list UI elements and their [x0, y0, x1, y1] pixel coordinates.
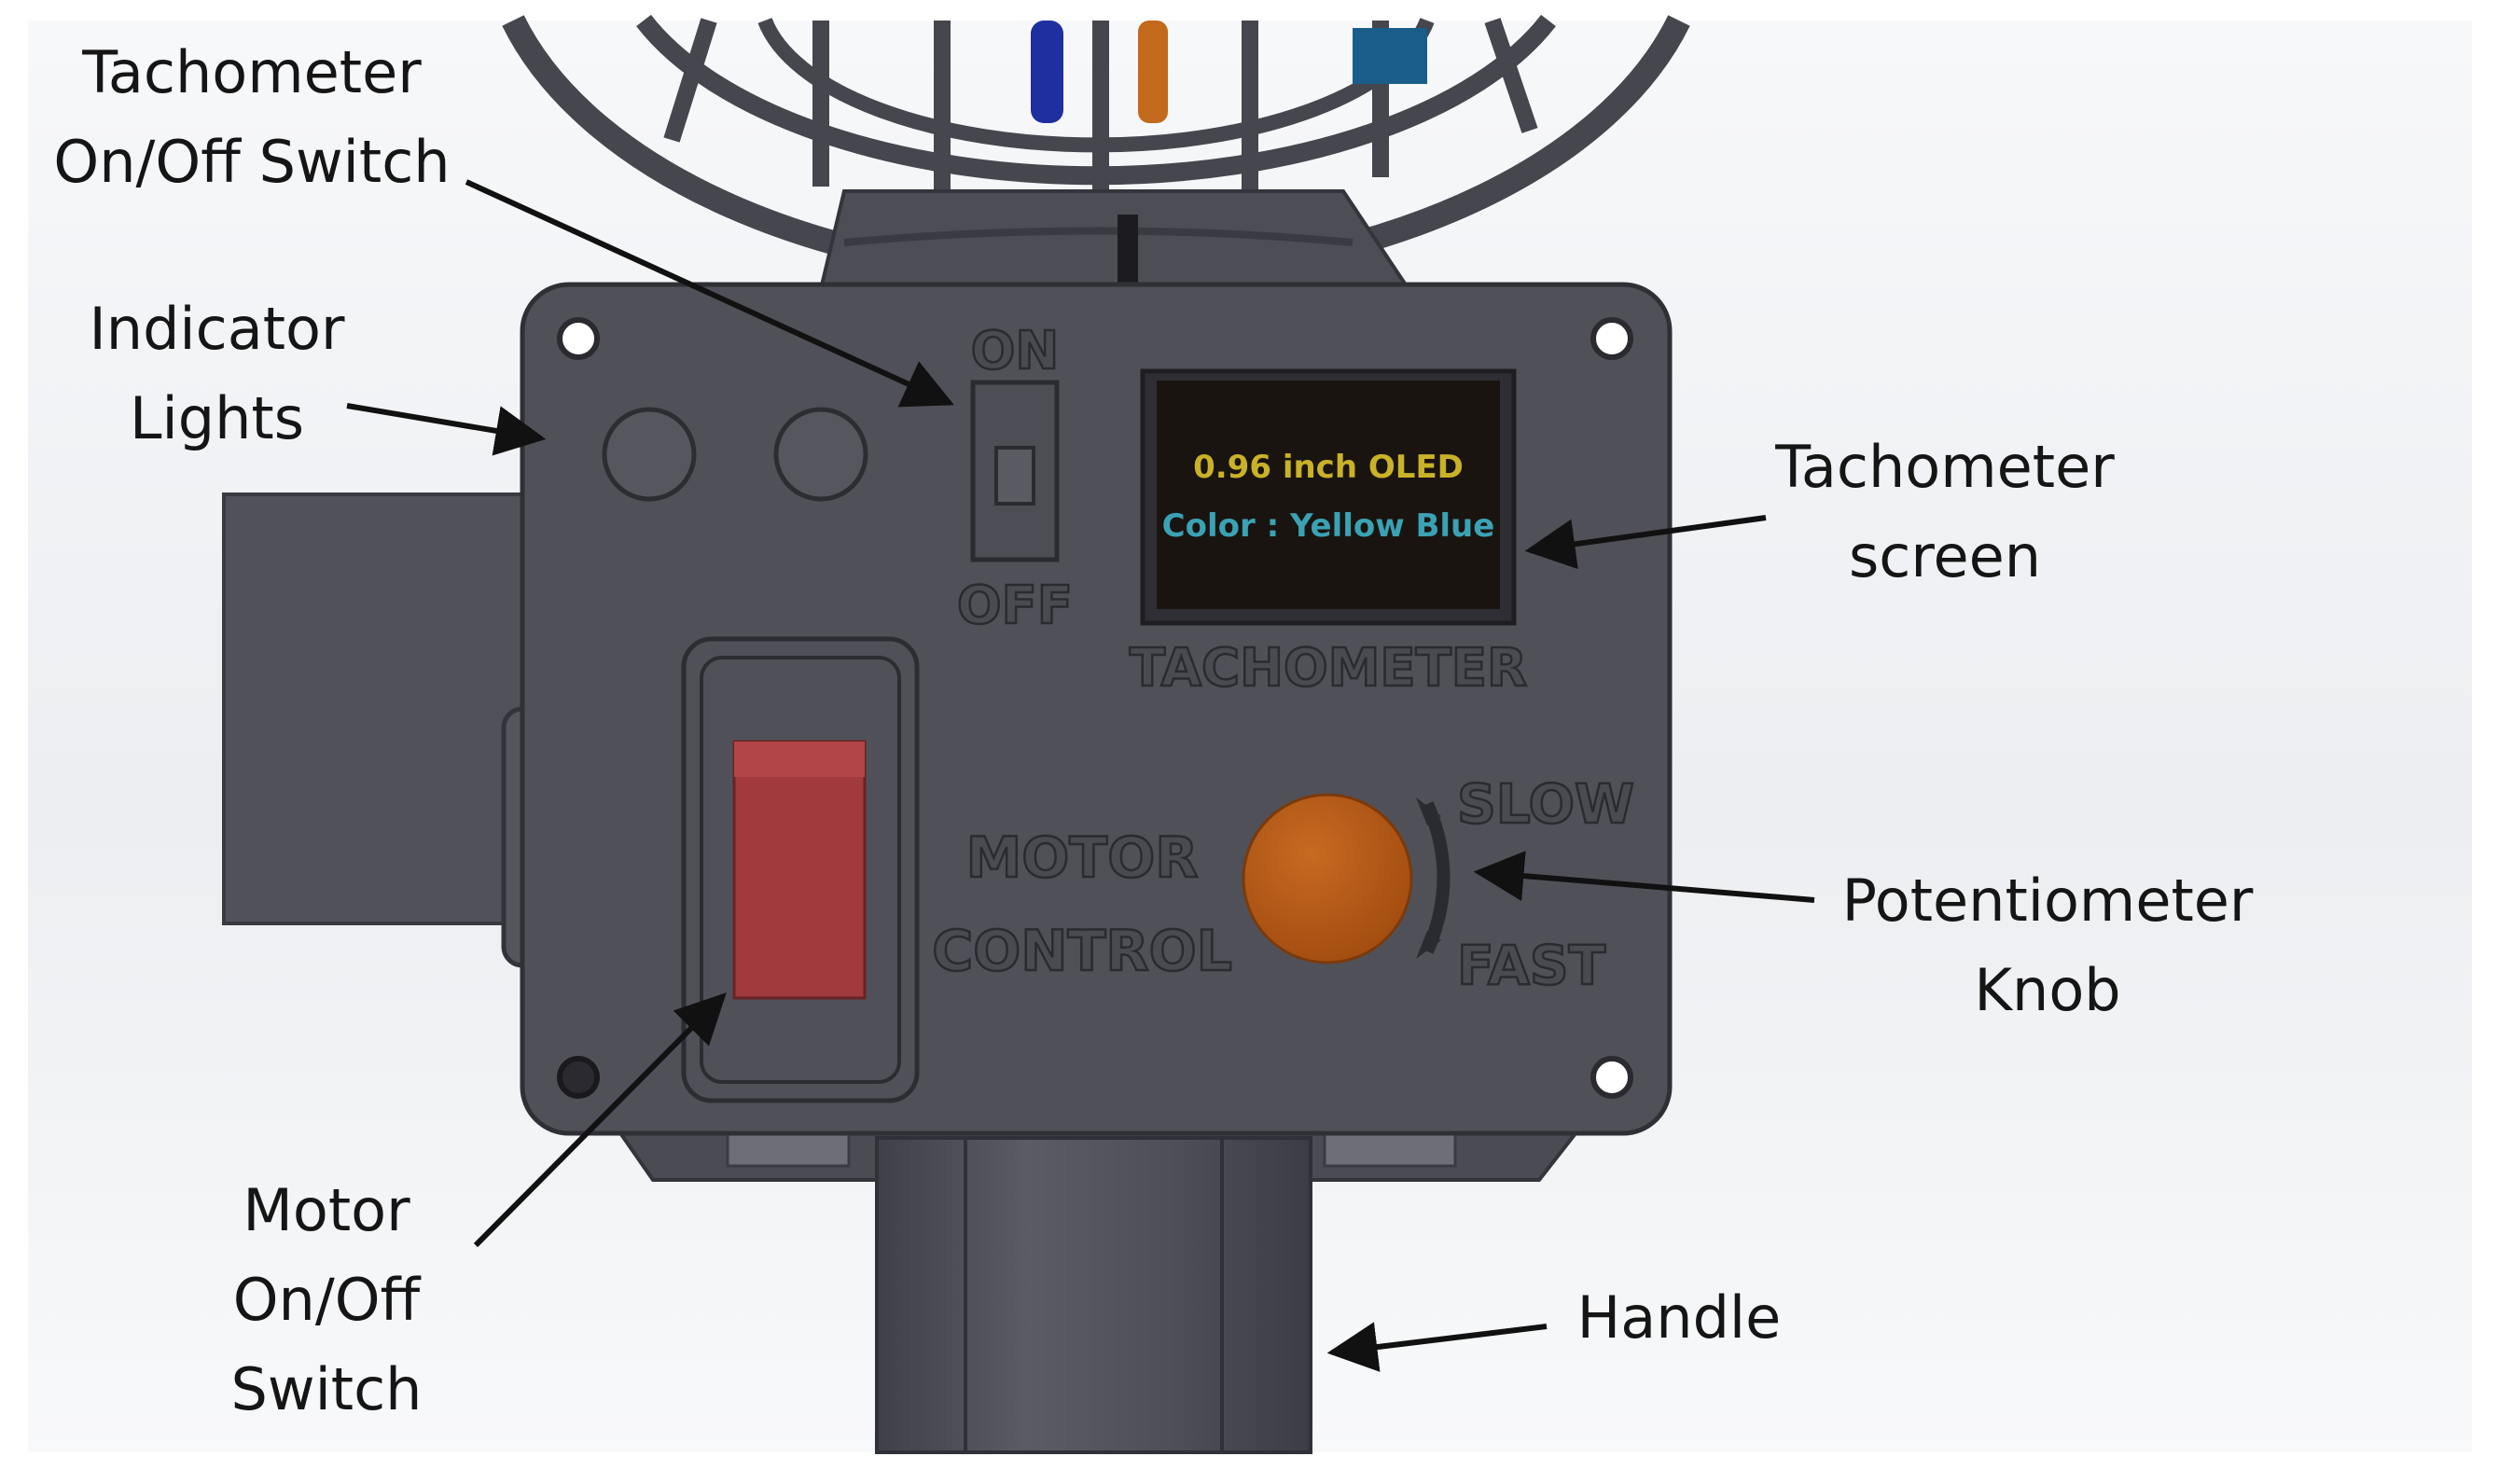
motor-rocker-switch[interactable] — [681, 636, 920, 1103]
callout-tachometer-screen: Tachometer screen — [1775, 433, 2115, 590]
screw-hole — [557, 1056, 600, 1099]
fast-label: FAST — [1457, 934, 1606, 997]
callout-tachometer-switch: Tachometer On/Off Switch — [53, 38, 451, 196]
oled-line-2: Color : Yellow Blue — [1162, 507, 1495, 545]
tachometer-label: TACHOMETER — [1130, 638, 1527, 699]
handle — [875, 1136, 1312, 1454]
arrow-tachometer-screen — [1524, 515, 1767, 570]
switch-off-label: OFF — [957, 576, 1073, 636]
callout-arrows — [346, 179, 1815, 1372]
arrow-indicator-lights — [346, 403, 547, 456]
tachometer-switch[interactable] — [970, 380, 1060, 562]
arrow-handle — [1326, 1322, 1548, 1372]
side-block — [222, 492, 543, 925]
callout-indicator-lights: Indicator Lights — [89, 295, 345, 452]
callout-potentiometer-knob: Potentiometer Knob — [1841, 867, 2254, 1024]
arrow-tachometer-switch — [465, 179, 954, 408]
arrow-motor-switch — [473, 992, 727, 1248]
screw-hole — [1590, 1056, 1633, 1099]
control-label: CONTROL — [932, 919, 1232, 984]
screw-hole — [1590, 317, 1633, 360]
switch-on-label: ON — [971, 321, 1059, 381]
screw-hole — [557, 317, 600, 360]
indicator-light-2 — [773, 407, 868, 502]
callout-motor-switch: Motor On/Off Switch — [230, 1176, 423, 1423]
callout-handle: Handle — [1576, 1283, 1782, 1352]
slow-label: SLOW — [1457, 772, 1634, 836]
potentiometer-knob[interactable] — [1242, 793, 1413, 964]
oled-line-1: 0.96 inch OLED — [1193, 449, 1464, 486]
fan-guard — [502, 14, 1690, 290]
tachometer-screen: 0.96 inch OLED Color : Yellow Blue — [1140, 368, 1517, 626]
indicator-light-1 — [602, 407, 697, 502]
motor-label: MOTOR — [966, 825, 1199, 891]
arrow-potentiometer — [1473, 851, 1815, 903]
